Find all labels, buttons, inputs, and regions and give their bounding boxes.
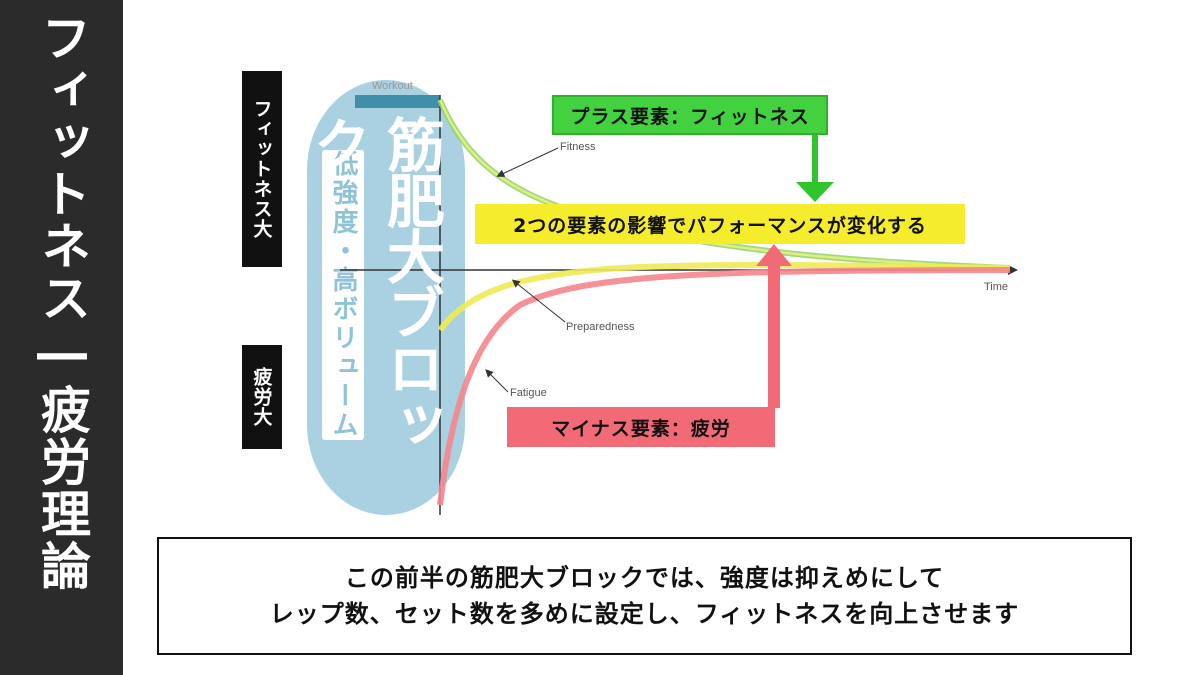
sidebar-title: フィットネス―疲労理論 [33, 12, 91, 592]
fitness-pointer [496, 147, 559, 177]
preparedness-pointer [511, 279, 566, 323]
low-intensity-high-volume-label: 低強度・高ボリューム [322, 150, 364, 440]
preparedness-curve [437, 261, 1011, 332]
fatigue-pointer [485, 369, 509, 393]
fitness-label: Fitness [560, 141, 596, 153]
sidebar: フィットネス―疲労理論 [0, 0, 123, 675]
caption-line-2: レップ数、セット数を多めに設定し、フィットネスを向上させます [269, 600, 1020, 628]
fatigue-large-label: 疲労大 [242, 345, 282, 449]
time-label: Time [984, 281, 1009, 293]
time-axis-arrowhead [1008, 265, 1018, 275]
minus-arrow [756, 244, 792, 408]
preparedness-label: Preparedness [566, 321, 635, 333]
workout-bar [355, 95, 440, 108]
fatigue-label: Fatigue [510, 387, 547, 399]
plus-arrow [796, 115, 834, 202]
performance-change-tag: 2つの要素の影響でパフォーマンスが変化する [475, 204, 965, 244]
hypertrophy-block-title: 筋肥大ブロック [303, 115, 445, 451]
fitness-large-label: フィットネス大 [242, 71, 282, 267]
fatigue-curve [437, 267, 1011, 506]
plus-factor-fitness-tag: プラス要素：フィットネス [552, 95, 828, 135]
caption-box: この前半の筋肥大ブロックでは、強度は抑えめにして レップ数、セット数を多めに設定… [157, 537, 1132, 655]
workout-label: Workout [372, 80, 413, 92]
caption-line-1: この前半の筋肥大ブロックでは、強度は抑えめにして [344, 564, 945, 592]
minus-factor-fatigue-tag: マイナス要素：疲労 [507, 407, 775, 447]
